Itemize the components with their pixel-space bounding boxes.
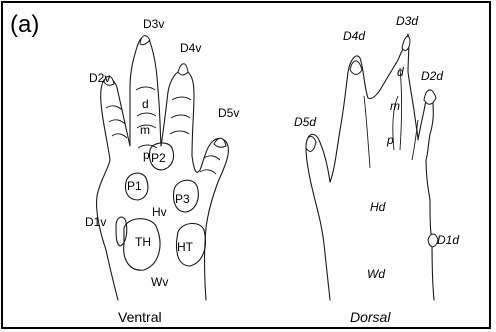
ventral-crease: [106, 106, 122, 110]
ventral-caption: Ventral: [118, 309, 162, 325]
ventral-phalanx-distal: d: [142, 97, 149, 111]
ventral-claw: [178, 64, 188, 75]
ventral-phalanx-middle: m: [140, 123, 150, 137]
dorsal-hand: D3d D4d D2d D5d D1d d m p Hd Wd: [294, 14, 459, 300]
dorsal-phalanx-middle: m: [390, 99, 400, 113]
ventral-hand-outline: [97, 37, 229, 300]
ventral-label-d3: D3v: [143, 17, 164, 31]
dorsal-label-d2: D2d: [421, 69, 443, 83]
dorsal-label-d5: D5d: [294, 115, 316, 129]
ventral-label-p1: P1: [127, 179, 142, 193]
dorsal-phalanx-distal: d: [397, 65, 404, 79]
dorsal-phalanx-proximal: p: [386, 133, 394, 147]
dorsal-label-d3: D3d: [396, 14, 418, 28]
ventral-label-p2: P2: [151, 151, 166, 165]
ventral-phalanx-proximal: p: [143, 148, 150, 162]
ventral-crease: [170, 131, 189, 134]
ventral-crease: [136, 87, 155, 90]
ventral-label-hypothenar: HT: [177, 240, 194, 254]
dorsal-claw: [424, 90, 436, 104]
ventral-label-thenar: TH: [135, 235, 151, 249]
ventral-crease: [171, 115, 190, 118]
ventral-label-wv: Wv: [151, 275, 168, 289]
dorsal-claw: [350, 61, 362, 75]
dorsal-caption: Dorsal: [350, 309, 391, 325]
ventral-hand: D3v D4v D2v D5v D1v d m p P2 P1 P3 Hv TH…: [85, 17, 239, 300]
ventral-label-d4: D4v: [180, 41, 201, 55]
dorsal-digit-line: [400, 68, 402, 150]
dorsal-digit-line: [412, 120, 418, 160]
ventral-label-d1: D1v: [85, 215, 106, 229]
dorsal-label-wd: Wd: [367, 267, 385, 281]
ventral-label-p3: P3: [175, 192, 190, 206]
dorsal-label-d4: D4d: [343, 29, 365, 43]
ventral-crease: [109, 120, 125, 124]
ventral-label-d2: D2v: [89, 71, 110, 85]
ventral-pad-digit1: [116, 217, 127, 246]
ventral-label-d5: D5v: [218, 106, 239, 120]
dorsal-claw: [306, 136, 316, 151]
ventral-crease: [200, 170, 216, 174]
ventral-crease: [137, 113, 156, 116]
panel-letter: (a): [10, 11, 39, 38]
dorsal-label-d1: D1d: [437, 233, 459, 247]
ventral-crease: [204, 156, 220, 160]
ventral-crease: [112, 134, 127, 138]
dorsal-label-hd: Hd: [370, 200, 386, 214]
ventral-crease: [172, 97, 191, 100]
dorsal-digit-line: [364, 96, 370, 168]
ventral-claw: [140, 36, 150, 45]
ventral-label-hv: Hv: [152, 205, 167, 219]
